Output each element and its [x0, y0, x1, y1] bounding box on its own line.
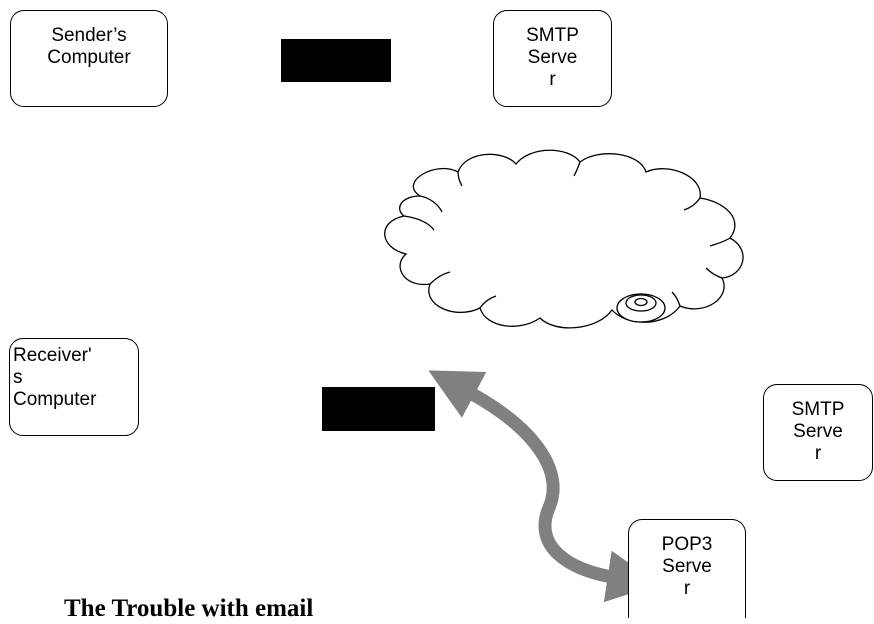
smtp-server-top-node: SMTP Serve r: [493, 10, 612, 107]
pop3-server-node: POP3 Serve r: [628, 519, 746, 618]
sender-computer-node: Sender’s Computer: [10, 10, 168, 107]
redaction-block-top: [281, 39, 391, 82]
bidirectional-arrow: [428, 370, 660, 603]
disc-icon: [616, 293, 666, 323]
sender-computer-label: Sender’s Computer: [47, 25, 131, 68]
pop3-server-label: POP3 Serve r: [661, 534, 713, 599]
redaction-block-bottom: [322, 387, 435, 431]
receiver-computer-node: Receiver' s Computer: [9, 338, 139, 436]
page-title: The Trouble with email: [64, 595, 314, 622]
smtp-server-right-label: SMTP Serve r: [791, 399, 845, 464]
receiver-computer-label: Receiver' s Computer: [13, 345, 97, 410]
smtp-server-right-node: SMTP Serve r: [763, 384, 873, 481]
smtp-server-top-label: SMTP Serve r: [526, 25, 579, 90]
cloud-icon: [384, 149, 744, 329]
